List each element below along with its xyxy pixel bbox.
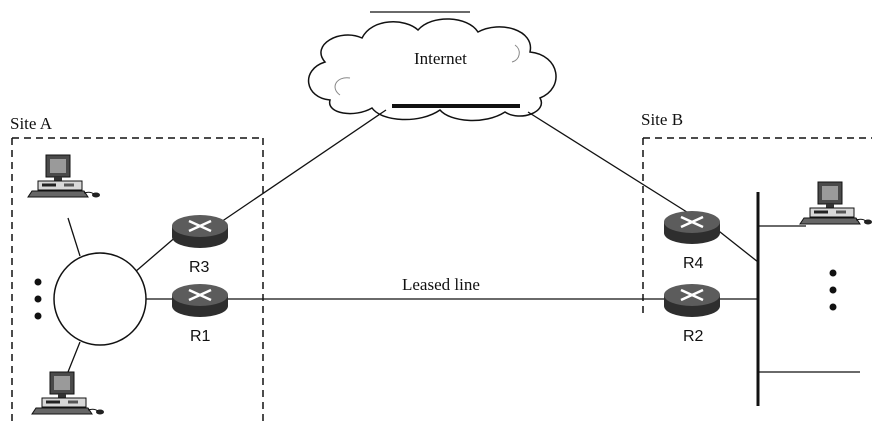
- router-icon: [662, 209, 722, 246]
- router-label-r3: R3: [189, 259, 210, 276]
- ring-network-icon: [53, 252, 147, 346]
- computer-icon: [27, 154, 101, 198]
- site-b-box: [642, 137, 872, 315]
- router-label-r1: R1: [190, 328, 211, 345]
- site-b-label: Site B: [641, 110, 683, 129]
- link-r4-bus: [714, 227, 759, 263]
- computer-icon: [799, 181, 872, 225]
- ellipsis-icon: [34, 278, 42, 320]
- router-icon: [170, 213, 230, 250]
- ellipsis-icon: [829, 269, 837, 311]
- site-a-box: [11, 137, 264, 426]
- link-r3-internet: [217, 109, 387, 225]
- link-ring-r3: [134, 234, 179, 273]
- link-ring-pc-top: [67, 217, 81, 257]
- router-label-r4: R4: [683, 255, 704, 272]
- link-internet-r4: [527, 111, 691, 215]
- site-a-label: Site A: [10, 114, 53, 133]
- leased-line-label: Leased line: [402, 275, 480, 294]
- router-icon: [170, 282, 230, 319]
- cloud-icon: [307, 18, 557, 122]
- router-icon: [662, 282, 722, 319]
- link-ring-pc-bottom: [67, 341, 81, 373]
- computer-icon: [31, 371, 105, 415]
- internet-label: Internet: [414, 49, 467, 68]
- router-label-r2: R2: [683, 328, 704, 345]
